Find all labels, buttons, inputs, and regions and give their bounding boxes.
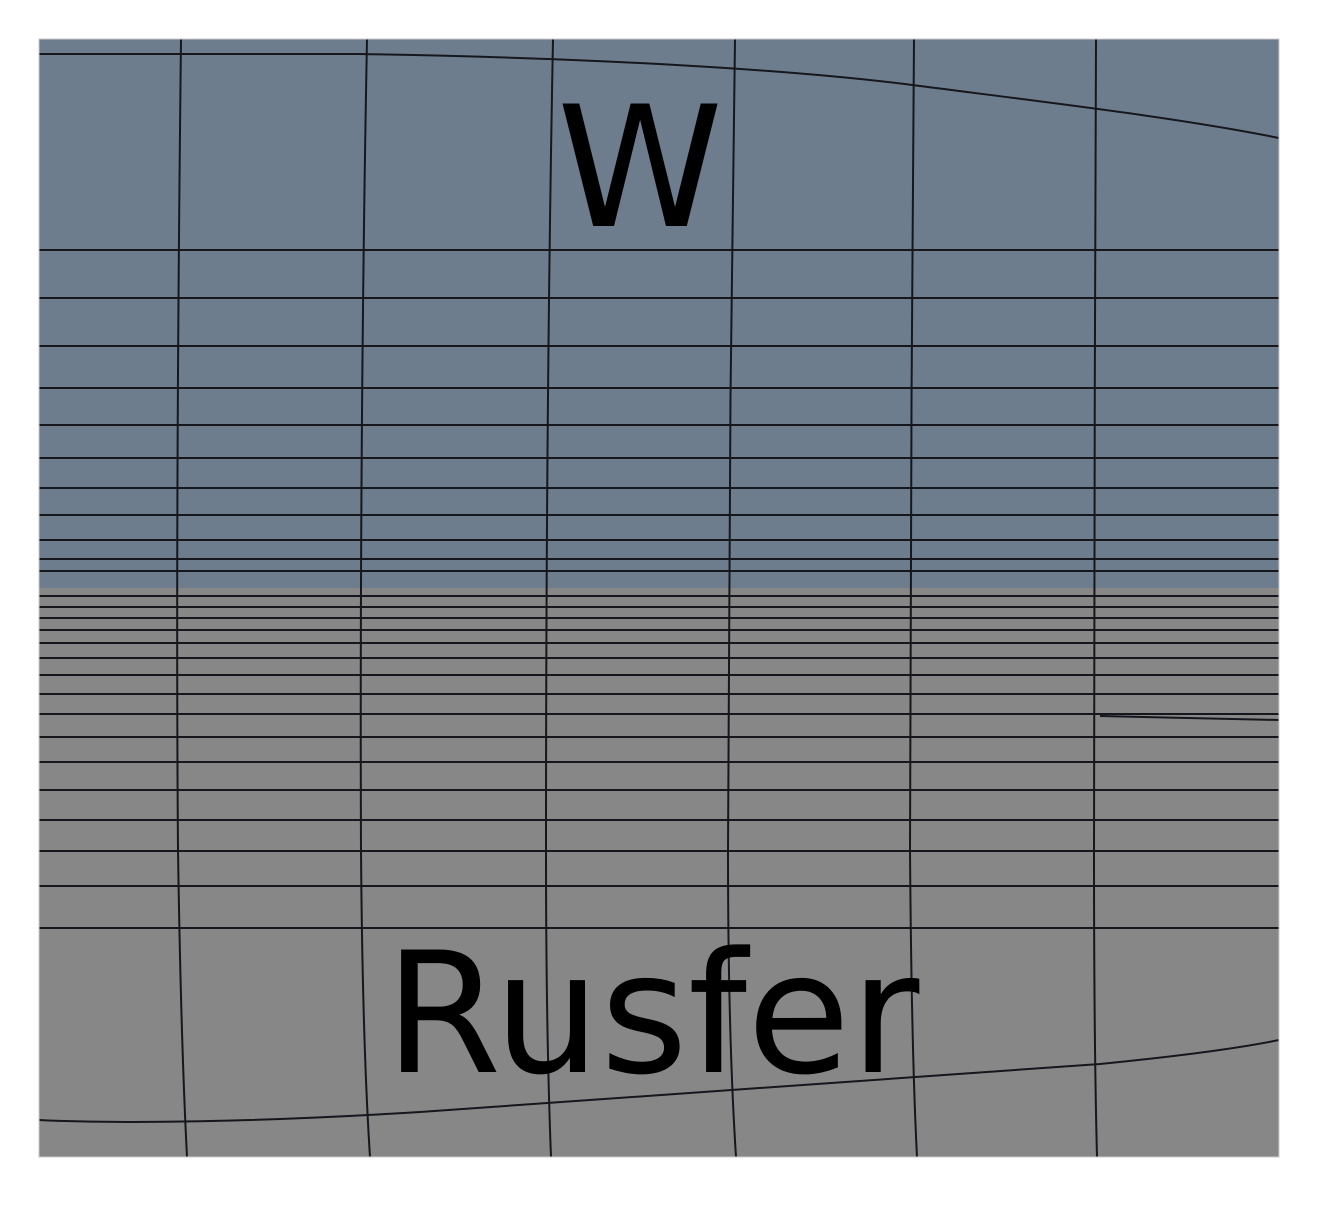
horizontal-mesh-lines bbox=[39, 249, 1279, 929]
region-label-lower: Rusfer bbox=[385, 916, 921, 1112]
region-upper-fill bbox=[39, 39, 1279, 588]
region-label-upper: W bbox=[557, 70, 723, 266]
region-lower-fill bbox=[39, 588, 1279, 1157]
vertical-mesh-line bbox=[176, 39, 188, 1157]
vertical-mesh-line bbox=[359, 39, 371, 1157]
panel-frame bbox=[38, 38, 1280, 1158]
vertical-mesh-lines bbox=[176, 39, 1098, 1157]
vertical-mesh-line bbox=[726, 39, 737, 1157]
vertical-mesh-line bbox=[1092, 39, 1098, 1157]
interior-short-line bbox=[1099, 715, 1279, 721]
vertical-mesh-line bbox=[908, 39, 918, 1157]
vertical-mesh-line bbox=[544, 39, 554, 1157]
upper-boundary-curve bbox=[39, 53, 1279, 139]
